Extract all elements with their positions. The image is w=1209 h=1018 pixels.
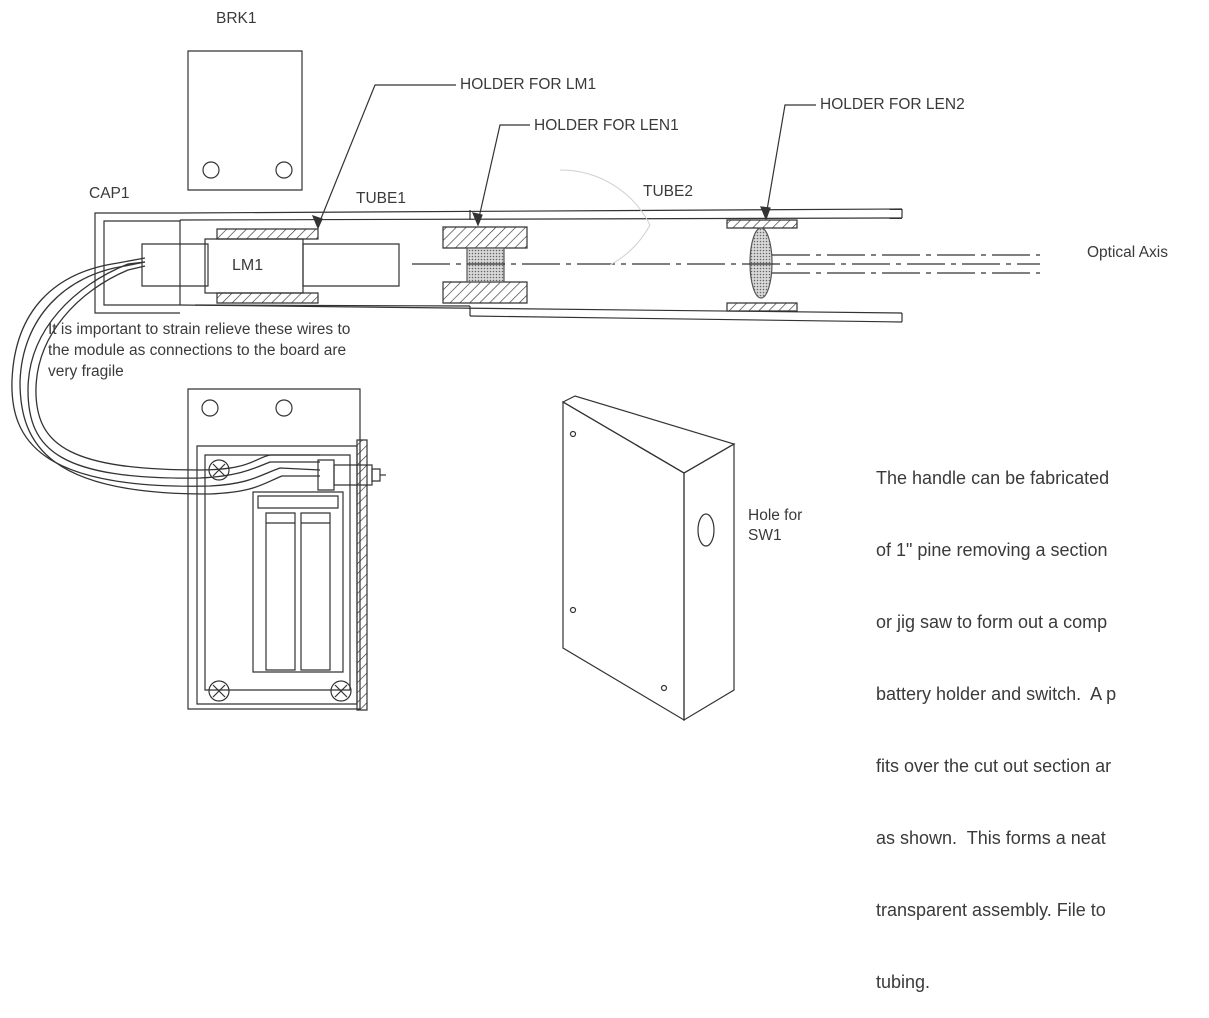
mounting-hole-icon — [571, 432, 576, 437]
mounting-hole-icon — [203, 162, 219, 178]
holder-for-len2-bottom — [727, 303, 797, 311]
handle-note-line: tubing. — [876, 972, 931, 992]
label-holder-for-lm1: HOLDER FOR LM1 — [460, 76, 597, 93]
screw-icon — [209, 681, 229, 701]
switch-icon — [318, 460, 386, 490]
mounting-hole-icon — [571, 608, 576, 613]
handle-note-line: fits over the cut out section ar — [876, 756, 1112, 776]
holder-for-lm1-top — [217, 229, 318, 239]
handle-note-line: The handle can be fabricated — [876, 468, 1110, 488]
laser-module-lm1 — [142, 239, 399, 293]
holder-for-len1-top — [443, 227, 527, 248]
holder-for-lm1-bottom — [217, 293, 318, 303]
mounting-hole-icon — [276, 162, 292, 178]
optical-axis — [412, 255, 1040, 273]
label-tube1: TUBE1 — [356, 190, 406, 207]
label-hole-for-sw1-line1: Hole for — [748, 507, 803, 524]
holder-for-len1-bottom — [443, 282, 527, 303]
label-brk1: BRK1 — [216, 10, 257, 27]
holder-for-len2-top — [727, 220, 797, 228]
handle-note: The handle can be fabricated of 1" pine … — [876, 418, 1209, 1018]
label-hole-for-sw1-line2: SW1 — [748, 527, 782, 544]
hole-for-sw1 — [698, 514, 714, 546]
mounting-hole-icon — [202, 400, 218, 416]
tube1 — [180, 220, 470, 316]
cover-plate-edge — [357, 440, 367, 710]
lens-icon — [750, 228, 772, 298]
handle-note-line: as shown. This forms a neat — [876, 828, 1106, 848]
screw-icon — [209, 460, 229, 480]
laser-module-assembly-diagram — [0, 0, 1209, 723]
handle-note-line: or jig saw to form out a comp — [876, 612, 1108, 632]
leader-lines — [313, 85, 816, 228]
cap1 — [95, 213, 180, 313]
len1-lens — [467, 248, 504, 282]
mounting-hole-icon — [662, 686, 667, 691]
wires — [12, 258, 320, 494]
label-optical-axis: Optical Axis — [1087, 244, 1168, 261]
strain-relief-note-line: very fragile — [48, 363, 124, 380]
battery-holder — [253, 492, 343, 672]
handle-note-line: battery holder and switch. A p — [876, 684, 1117, 704]
label-holder-for-len1: HOLDER FOR LEN1 — [534, 117, 679, 134]
screw-icon — [331, 681, 351, 701]
label-tube2: TUBE2 — [643, 183, 693, 200]
mounting-hole-icon — [276, 400, 292, 416]
strain-relief-note-line: the module as connections to the board a… — [48, 342, 347, 359]
strain-relief-note: It is important to strain relieve these … — [48, 319, 350, 382]
tube2 — [180, 209, 902, 322]
label-cap1: CAP1 — [89, 185, 130, 202]
switch-bracket-perspective — [563, 396, 734, 720]
handle-note-line: of 1" pine removing a section — [876, 540, 1108, 560]
label-holder-for-len2: HOLDER FOR LEN2 — [820, 96, 965, 113]
handle-front-view — [188, 389, 386, 710]
handle-note-line: transparent assembly. File to — [876, 900, 1106, 920]
strain-relief-note-line: It is important to strain relieve these … — [48, 321, 351, 338]
brk1-bracket — [188, 51, 302, 190]
label-lm1: LM1 — [232, 257, 264, 274]
